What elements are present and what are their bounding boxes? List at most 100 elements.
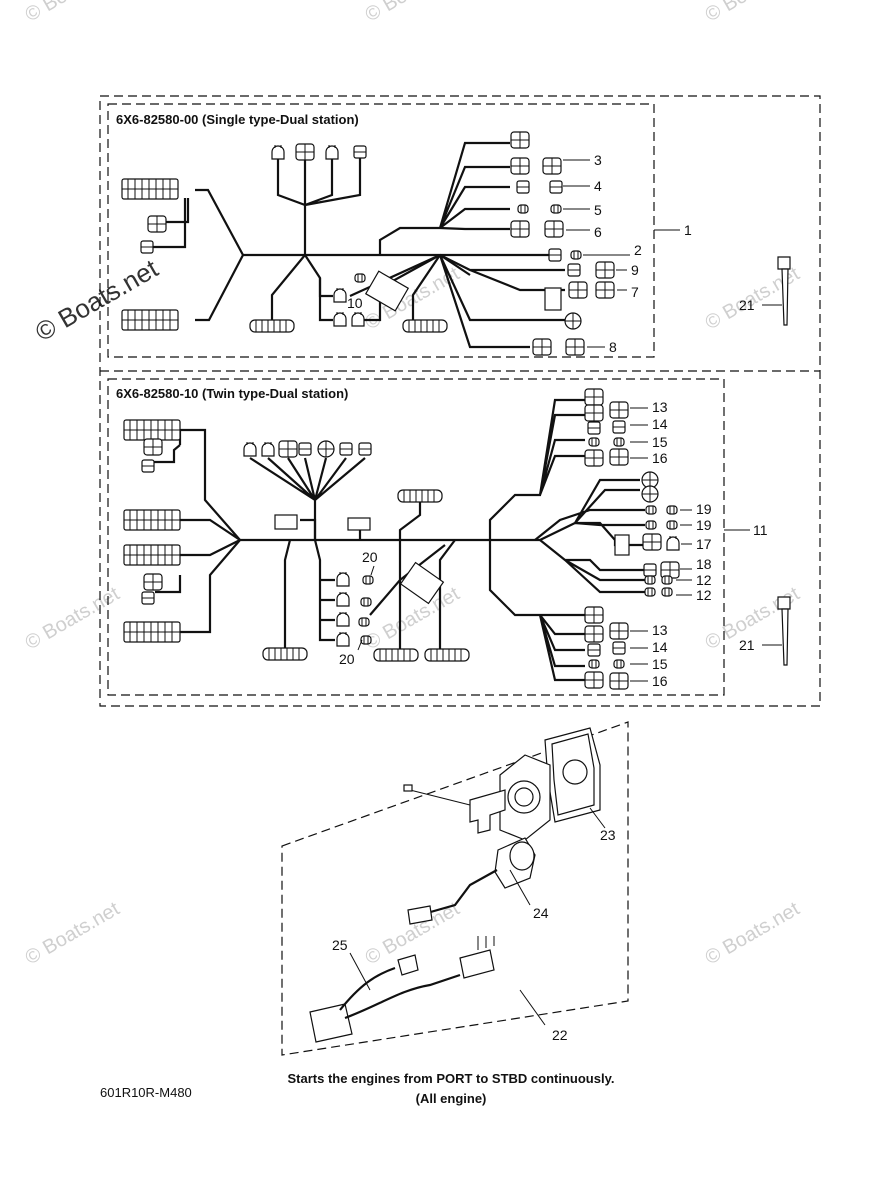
connector	[570, 250, 582, 260]
callout-7: 7	[631, 284, 639, 300]
caption-line-1: Starts the engines from PORT to STBD con…	[288, 1071, 615, 1086]
twin-section-box	[107, 378, 725, 696]
connector	[568, 281, 588, 299]
connector	[510, 220, 530, 238]
connector	[261, 441, 275, 457]
callout-19: 19	[696, 517, 712, 533]
connector	[424, 648, 470, 662]
callout-16: 16	[652, 673, 668, 689]
watermark: © Boats.net	[362, 0, 464, 26]
connector	[595, 281, 615, 299]
connector	[143, 438, 163, 456]
callout-5: 5	[594, 202, 602, 218]
connector	[516, 180, 530, 194]
connector	[140, 240, 154, 254]
connector	[143, 573, 163, 591]
main-connector	[123, 509, 181, 531]
main-connector	[123, 621, 181, 643]
start-switch	[407, 837, 536, 925]
connector	[565, 338, 585, 356]
relay-box	[399, 561, 445, 605]
callout-4: 4	[594, 178, 602, 194]
callouts: 3 4 5 6 2 9 7 8 10 1 21 13 14 15 16 19 1…	[332, 152, 768, 1043]
callout-21: 21	[739, 637, 755, 653]
callout-20: 20	[339, 651, 355, 667]
callout-14: 14	[652, 416, 668, 432]
connector	[360, 597, 372, 607]
watermark: © Boats.net	[22, 898, 124, 970]
callout-25: 25	[332, 937, 348, 953]
main-connector	[121, 309, 179, 331]
connector	[325, 144, 339, 160]
cable-tie	[777, 596, 791, 666]
connector	[588, 437, 600, 447]
diagram-code: 601R10R-M480	[100, 1085, 192, 1100]
main-connector	[121, 178, 179, 200]
connector	[358, 442, 372, 456]
connector	[295, 143, 315, 161]
connector	[666, 505, 678, 515]
connector	[609, 401, 629, 419]
connector	[353, 145, 367, 159]
connector	[645, 520, 657, 530]
connector	[584, 404, 604, 422]
watermark: © Boats.net	[22, 0, 124, 26]
connector	[141, 459, 155, 473]
watermark: © Boats.net	[702, 898, 804, 970]
connector	[584, 449, 604, 467]
connector	[532, 338, 552, 356]
relay-box	[364, 270, 410, 312]
connector	[584, 606, 604, 624]
callout-20: 20	[362, 549, 378, 565]
watermark: © Boats.net	[702, 0, 804, 26]
single-station-harness: 6X6-82580-00 (Single type-Dual station)	[107, 103, 680, 358]
connector	[584, 671, 604, 689]
connector	[612, 641, 626, 655]
watermark-large: © Boats.net	[30, 253, 164, 347]
connector	[613, 437, 625, 447]
connector	[360, 635, 372, 645]
connector	[584, 388, 604, 406]
callout-9: 9	[631, 262, 639, 278]
connector	[666, 535, 680, 551]
connector	[544, 287, 562, 311]
connector	[397, 489, 443, 503]
switch-cover	[544, 727, 601, 823]
connector	[645, 505, 657, 515]
connector	[336, 591, 350, 607]
connector	[595, 261, 615, 279]
connector	[550, 204, 562, 214]
connector	[613, 659, 625, 669]
callout-22: 22	[552, 1027, 568, 1043]
connector	[548, 248, 562, 262]
connector	[249, 319, 295, 333]
connector	[587, 643, 601, 657]
connector	[644, 587, 656, 597]
callout-13: 13	[652, 622, 668, 638]
connector	[642, 533, 662, 551]
kit-dashed-frame	[281, 721, 629, 1056]
main-connector	[123, 419, 181, 441]
connector	[643, 563, 657, 577]
connector	[588, 659, 600, 669]
callout-17: 17	[696, 536, 712, 552]
main-connector	[123, 544, 181, 566]
connector	[641, 485, 659, 503]
callout-10: 10	[347, 295, 363, 311]
callout-13: 13	[652, 399, 668, 415]
connector	[549, 180, 563, 194]
connector	[644, 575, 656, 585]
callout-19: 19	[696, 501, 712, 517]
connector	[564, 312, 582, 330]
connector	[609, 672, 629, 690]
callout-12: 12	[696, 587, 712, 603]
callout-24: 24	[533, 905, 549, 921]
twin-section-title: 6X6-82580-10 (Twin type-Dual station)	[116, 386, 348, 401]
connector	[661, 587, 673, 597]
callout-2: 2	[634, 242, 642, 258]
callout-12: 12	[696, 572, 712, 588]
callout-23: 23	[600, 827, 616, 843]
connector	[609, 448, 629, 466]
connector	[333, 311, 347, 327]
